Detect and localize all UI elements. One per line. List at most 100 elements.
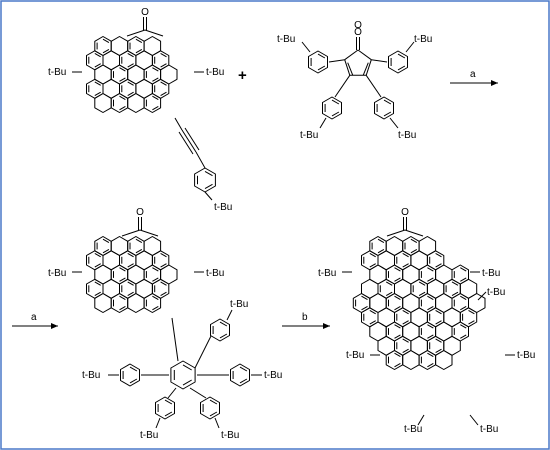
double-bond xyxy=(219,333,228,339)
double-bond xyxy=(204,183,213,190)
double-bond xyxy=(135,48,143,54)
double-bond xyxy=(102,38,110,44)
double-bond xyxy=(383,111,392,117)
double-bond xyxy=(385,281,393,286)
bond-line xyxy=(334,75,351,98)
tbu-label-m4-mid-left: t-Bu xyxy=(346,350,364,361)
double-bond xyxy=(361,305,368,311)
double-bond xyxy=(94,263,101,268)
aromatic-ring xyxy=(402,350,420,370)
double-bond xyxy=(435,348,442,354)
double-bond xyxy=(127,281,134,286)
bond-line xyxy=(181,129,197,153)
cyclopentadienone-bond xyxy=(344,49,359,61)
double-bond xyxy=(94,52,101,58)
double-bond xyxy=(418,281,426,286)
double-bond xyxy=(394,362,401,368)
double-bond xyxy=(152,305,159,311)
double-bond xyxy=(347,62,354,76)
double-bond xyxy=(135,38,143,44)
double-bond xyxy=(152,267,159,272)
bond-line xyxy=(319,117,327,129)
aromatic-ring xyxy=(155,396,175,420)
cpd-oxygen-label: O xyxy=(354,20,362,31)
double-bond xyxy=(427,305,434,311)
double-bond xyxy=(164,411,173,417)
double-bond xyxy=(239,378,248,384)
double-bond xyxy=(317,65,326,71)
aromatic-ring xyxy=(120,363,140,387)
aromatic-ring xyxy=(388,50,408,74)
double-bond xyxy=(468,320,475,325)
reaction-arrow-1-label: a xyxy=(470,69,476,80)
tbu-label-m4-left: t-Bu xyxy=(318,268,336,279)
double-bond xyxy=(427,267,434,272)
double-bond xyxy=(127,263,134,268)
bond-line xyxy=(194,335,212,369)
double-bond xyxy=(152,277,159,282)
bond-line xyxy=(214,417,220,429)
bond-line xyxy=(144,29,164,37)
double-bond xyxy=(427,362,434,368)
tbu-label-m4-right: t-Bu xyxy=(482,268,500,279)
double-bond xyxy=(460,334,467,339)
double-bond xyxy=(127,291,134,297)
double-bond xyxy=(402,309,409,315)
double-bond xyxy=(435,252,442,258)
double-bond xyxy=(94,63,101,68)
double-bond xyxy=(402,252,409,258)
bond-line xyxy=(477,291,487,301)
cyclopentadienone-bond xyxy=(344,59,351,76)
double-bond xyxy=(160,281,167,286)
double-bond xyxy=(427,277,434,282)
double-bond xyxy=(435,320,442,325)
bond-line xyxy=(174,117,183,131)
double-bond xyxy=(383,99,392,105)
double-bond xyxy=(119,67,126,72)
double-bond xyxy=(152,77,159,82)
double-bond xyxy=(435,309,442,315)
double-bond xyxy=(127,52,134,58)
double-bond xyxy=(397,65,406,71)
double-bond xyxy=(94,252,101,258)
double-bond xyxy=(402,320,409,325)
double-bond xyxy=(119,295,126,301)
double-bond xyxy=(160,52,167,58)
bond-line xyxy=(195,151,206,169)
double-bond xyxy=(127,252,134,258)
cyclopentadienone-bond xyxy=(357,49,372,61)
double-bond xyxy=(219,321,228,327)
bond-line xyxy=(226,309,233,321)
double-bond xyxy=(369,320,376,325)
aromatic-ring xyxy=(374,96,394,120)
tbu-label-m3-aryl3: t-Bu xyxy=(82,370,100,381)
aromatic-ring xyxy=(143,293,162,313)
bond-line xyxy=(404,229,424,237)
double-bond xyxy=(94,281,101,286)
tbu-label-m1-bottom: t-Bu xyxy=(214,202,232,213)
double-bond xyxy=(204,170,213,177)
bond-line xyxy=(155,417,161,429)
aromatic-ring xyxy=(210,318,230,342)
aromatic-ring xyxy=(200,396,220,420)
double-bond xyxy=(160,252,167,258)
bond-lines xyxy=(72,17,515,429)
double-bond xyxy=(402,348,409,354)
reaction-arrow-3: b xyxy=(282,312,330,329)
tbu-label-m2-bottomleft: t-Bu xyxy=(300,130,318,141)
double-bond xyxy=(152,67,159,72)
double-bond xyxy=(119,267,126,272)
tbu-label-m4-upper-right: t-Bu xyxy=(487,287,505,298)
double-bond xyxy=(127,63,134,68)
double-bond xyxy=(468,309,475,315)
carbonyl-oxygen-label: O xyxy=(354,27,362,38)
reaction-arrow-1: a xyxy=(450,69,498,86)
double-bond xyxy=(182,364,192,371)
double-bond xyxy=(94,91,101,97)
double-bond xyxy=(394,295,401,301)
tbu-label-m1-right: t-Bu xyxy=(206,67,224,78)
double-bond xyxy=(369,263,376,268)
